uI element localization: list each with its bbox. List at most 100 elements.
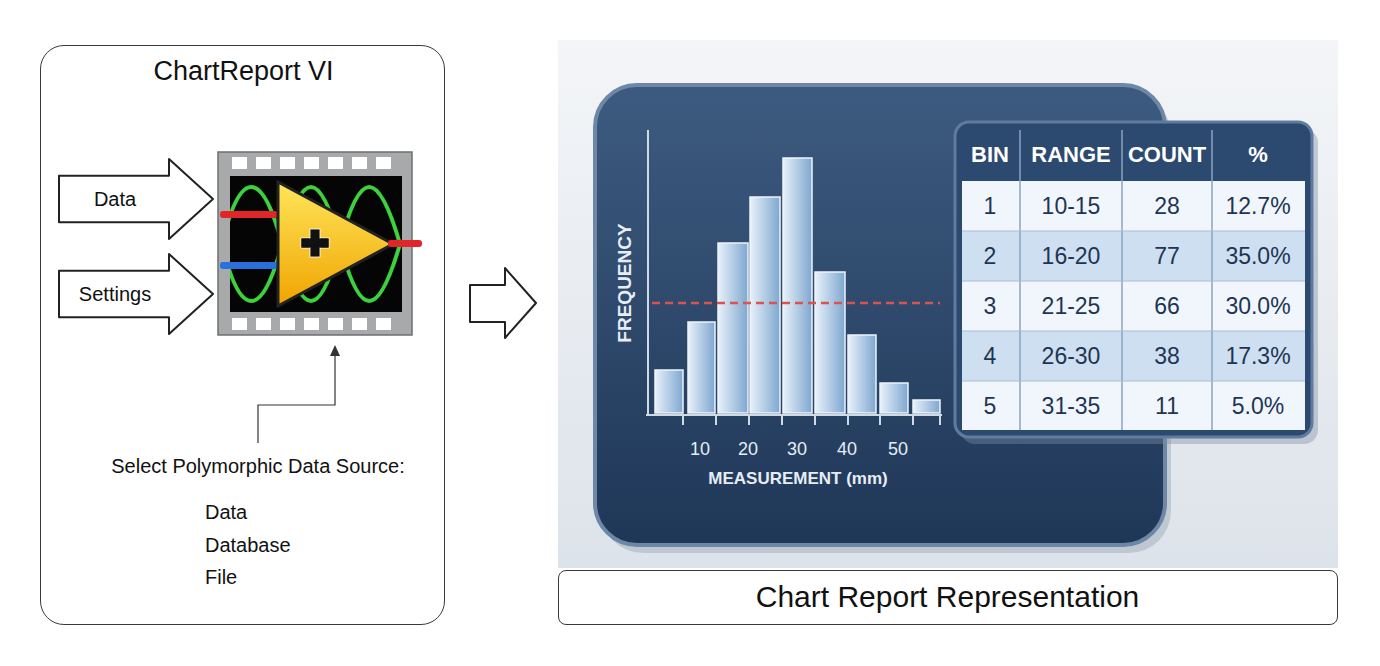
list-item: Database (205, 535, 291, 555)
axis-tick (847, 415, 849, 425)
icon-screen (230, 176, 402, 312)
table-row (962, 331, 1305, 381)
tick-label: 50 (888, 440, 908, 458)
arrow-outline (59, 159, 213, 239)
leader-line (258, 356, 335, 443)
table-panel (955, 122, 1312, 437)
film-hole (376, 318, 391, 330)
film-hole (280, 157, 295, 169)
table-cell: 21-25 (1042, 295, 1101, 318)
arrow-outline (59, 254, 213, 334)
axis-tick (814, 415, 816, 425)
film-hole (280, 318, 295, 330)
table-row (962, 231, 1305, 281)
histogram-bar (688, 322, 715, 413)
tick-label: 10 (690, 440, 710, 458)
film-frame (218, 152, 412, 335)
table-row (962, 281, 1305, 331)
column-divider (1211, 130, 1213, 430)
tick-label: 40 (837, 440, 857, 458)
row-divider (962, 231, 1305, 232)
axis-tick (879, 415, 881, 425)
table-header: RANGE (1031, 144, 1110, 166)
row-divider (962, 281, 1305, 282)
film-hole (256, 318, 271, 330)
film-hole (304, 157, 319, 169)
table-cell: 5 (984, 395, 997, 418)
table-cell: 12.7% (1225, 195, 1290, 218)
film-hole (304, 318, 319, 330)
list-item: File (205, 567, 237, 587)
picture-background (558, 40, 1338, 568)
histogram-bar (880, 383, 908, 413)
table-cell: 17.3% (1225, 345, 1290, 368)
film-hole (256, 157, 271, 169)
callout-text: Select Polymorphic Data Source: (111, 456, 404, 476)
leader-arrowhead (330, 345, 340, 356)
table-header: COUNT (1128, 144, 1206, 166)
amplifier-triangle (278, 182, 393, 306)
film-hole (232, 157, 247, 169)
table-cell: 16-20 (1042, 245, 1101, 268)
plus-sign (302, 239, 329, 248)
input-arrow: Data (59, 159, 213, 239)
film-hole (328, 318, 343, 330)
axis-tick (682, 415, 684, 425)
data-table (955, 122, 1318, 444)
axis-tick (781, 415, 783, 425)
table-cell: 10-15 (1042, 195, 1101, 218)
column-divider (1121, 130, 1123, 430)
caption-box: Chart Report Representation (558, 570, 1338, 625)
input-wire (220, 262, 278, 269)
film-hole (328, 157, 343, 169)
histogram-bar (750, 197, 780, 413)
axis-title: FREQUENCY (615, 223, 634, 342)
output-wire (388, 240, 422, 247)
arrow-label: Settings (59, 282, 171, 306)
film-hole (232, 318, 247, 330)
input-wire (220, 211, 278, 218)
table-cell: 77 (1154, 245, 1180, 268)
row-divider (962, 331, 1305, 332)
table-row (962, 381, 1305, 430)
table-cell: 1 (984, 195, 997, 218)
histogram-bar (848, 335, 876, 413)
plus-sign (301, 238, 329, 248)
histogram-bar (655, 370, 683, 413)
vi-icon (218, 152, 422, 335)
table-cell: 35.0% (1225, 245, 1290, 268)
table-cell: 26-30 (1042, 345, 1101, 368)
table-cell: 3 (984, 295, 997, 318)
arrow-label: Data (59, 187, 171, 211)
table-cell: 5.0% (1232, 395, 1284, 418)
film-hole (352, 318, 367, 330)
histogram-bar (815, 272, 845, 413)
film-hole (352, 157, 367, 169)
table-cell: 30.0% (1225, 295, 1290, 318)
table-header: BIN (971, 144, 1009, 166)
axis-tick (748, 415, 750, 425)
axis-tick (715, 415, 717, 425)
y-axis (647, 130, 649, 415)
axis-tick (939, 415, 941, 425)
table-cell: 4 (984, 345, 997, 368)
x-axis (646, 414, 942, 416)
histogram-bar (718, 243, 748, 413)
axis-tick (912, 415, 914, 425)
table-cell: 11 (1155, 395, 1179, 418)
caption-text: Chart Report Representation (559, 579, 1336, 615)
chart-tile (595, 85, 1165, 545)
histogram-bar (913, 400, 940, 413)
tick-label: 30 (787, 440, 807, 458)
input-arrow: Settings (59, 254, 213, 334)
tick-label: 20 (738, 440, 758, 458)
row-divider (962, 381, 1305, 382)
histogram-bar (783, 158, 812, 413)
film-hole (376, 157, 391, 169)
list-item: Data (205, 502, 247, 522)
column-divider (1019, 130, 1021, 430)
table-row (962, 181, 1305, 231)
table-cell: 31-35 (1042, 395, 1101, 418)
axis-title: MEASUREMENT (mm) (708, 470, 887, 487)
panel-title: ChartReport VI (41, 55, 446, 87)
